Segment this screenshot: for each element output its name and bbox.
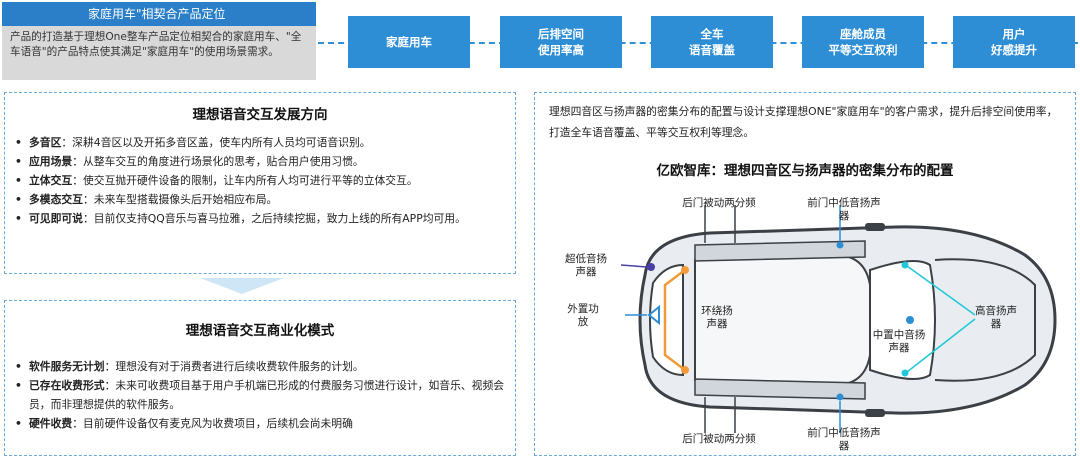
label-subwoofer: 超低音扬声器	[565, 253, 607, 278]
car-top-view-diagram	[620, 205, 1057, 433]
car-door-bottom	[694, 378, 866, 400]
center-speaker	[906, 316, 914, 324]
positioning-text: 产品的打造基于理想One整车产品定位相契合的家庭用车、"全车语音"的产品特点使其…	[10, 31, 302, 58]
flow-step-line2: 使用率高	[538, 43, 584, 57]
development-list: •多音区：深耕4音区以及开拓多音区盖，使车内所有人员均可语音识别。 •应用场景：…	[15, 133, 509, 228]
flow-step-user-favor: 用户 好感提升	[953, 16, 1075, 68]
flow-step-family-car: 家庭用车	[348, 16, 470, 68]
label-rear-door-bottom: 后门被动两分频	[682, 433, 756, 445]
development-title: 理想语音交互发展方向	[192, 107, 328, 123]
mirror-bottom	[865, 409, 885, 417]
development-panel: 理想语音交互发展方向 •多音区：深耕4音区以及开拓多音区盖，使车内所有人员均可语…	[4, 92, 516, 274]
car-rear-trunk	[649, 263, 684, 377]
flow-step-line1: 家庭用车	[386, 35, 432, 49]
tweeter-left	[901, 261, 909, 269]
list-item: •软件服务无计划：理想没有对于消费者进行后续收费软件服务的计划。	[15, 360, 364, 373]
label-center: 中置中音扬声器	[872, 329, 926, 354]
label-amplifier: 外置功放	[567, 303, 599, 328]
label-surround: 环绕扬声器	[701, 305, 733, 330]
commercial-title: 理想语音交互商业化模式	[185, 323, 335, 339]
speaker-layout-panel: 理想四音区与扬声器的密集分布的配置与设计支撑理想ONE"家庭用车"的客户需求，提…	[534, 92, 1076, 456]
commercial-panel: 理想语音交互商业化模式 •软件服务无计划：理想没有对于消费者进行后续收费软件服务…	[4, 300, 516, 456]
list-item: •已存在收费形式：未来可收费项目基于用户手机端已形成的付费服务习惯进行设计，如音…	[15, 379, 505, 411]
surround-speaker-right	[681, 366, 689, 374]
label-front-door-top: 前门中低音扬声器	[807, 197, 881, 222]
car-hood	[934, 258, 1036, 382]
flow-step-line1: 座舱成员	[840, 27, 886, 41]
list-item: •可见即可说：目前仅支持QQ音乐与喜马拉雅，之后持续挖掘，致力上线的所有APP均…	[15, 212, 466, 225]
speaker-intro-text: 理想四音区与扬声器的密集分布的配置与设计支撑理想ONE"家庭用车"的客户需求，提…	[549, 105, 1058, 139]
positioning-title: 家庭用车"相契合产品定位	[2, 2, 316, 26]
front-door-woofer-bottom	[836, 393, 844, 401]
flow-step-line2: 语音覆盖	[689, 43, 735, 57]
positioning-box: 家庭用车"相契合产品定位 产品的打造基于理想One整车产品定位相契合的家庭用车、…	[2, 2, 316, 80]
flow-step-line2: 好感提升	[991, 43, 1037, 57]
list-item: •硬件收费：目前硬件设备仅有麦克风为收费项目，后续机会尚未明确	[15, 417, 353, 430]
flow-step-line1: 用户	[1002, 27, 1026, 41]
flow-step-line1: 全车	[700, 27, 724, 41]
commercial-list: •软件服务无计划：理想没有对于消费者进行后续收费软件服务的计划。 •已存在收费形…	[15, 357, 509, 433]
flow-step-line1: 后排空间	[538, 27, 584, 41]
label-front-door-bottom: 前门中低音扬声器	[807, 427, 881, 452]
front-door-woofer-top	[836, 241, 844, 249]
surround-speaker-left	[681, 266, 689, 274]
tweeter-right	[901, 369, 909, 377]
subwoofer-pointer	[620, 264, 648, 268]
flow-step-voice-coverage: 全车 语音覆盖	[651, 16, 773, 68]
flow-step-rear-space: 后排空间 使用率高	[500, 16, 622, 68]
tweeter-pointer-2	[906, 318, 976, 373]
tweeter-pointer-1	[906, 265, 976, 316]
car-windshield	[869, 260, 936, 380]
amplifier-icon	[647, 304, 660, 326]
flow-step-equal-interaction: 座舱成员 平等交互权利	[802, 16, 924, 68]
surround-speaker-lines	[663, 269, 686, 371]
list-item: •立体交互：使交互抛开硬件设备的限制，让车内所有人均可进行平等的立体交互。	[15, 174, 418, 187]
list-item: •多音区：深耕4音区以及开拓多音区盖，使车内所有人员均可语音识别。	[15, 136, 371, 149]
flow-step-line2: 平等交互权利	[828, 43, 898, 57]
mirror-top	[865, 223, 885, 231]
label-rear-door-top: 后门被动两分频	[682, 197, 756, 209]
list-item: •多模态交互：未来车型搭载摄像头后开始相应布局。	[15, 193, 278, 206]
speaker-chart-title: 亿欧智库：理想四音区与扬声器的密集分布的配置	[656, 163, 954, 179]
down-arrow-icon	[200, 278, 284, 294]
list-item: •应用场景：从整车交互的角度进行场景化的思考，贴合用户使用习惯。	[15, 155, 364, 168]
car-door-top	[694, 240, 866, 262]
subwoofer-speaker	[647, 263, 655, 271]
label-tweeter: 高音扬声器	[975, 305, 1017, 330]
